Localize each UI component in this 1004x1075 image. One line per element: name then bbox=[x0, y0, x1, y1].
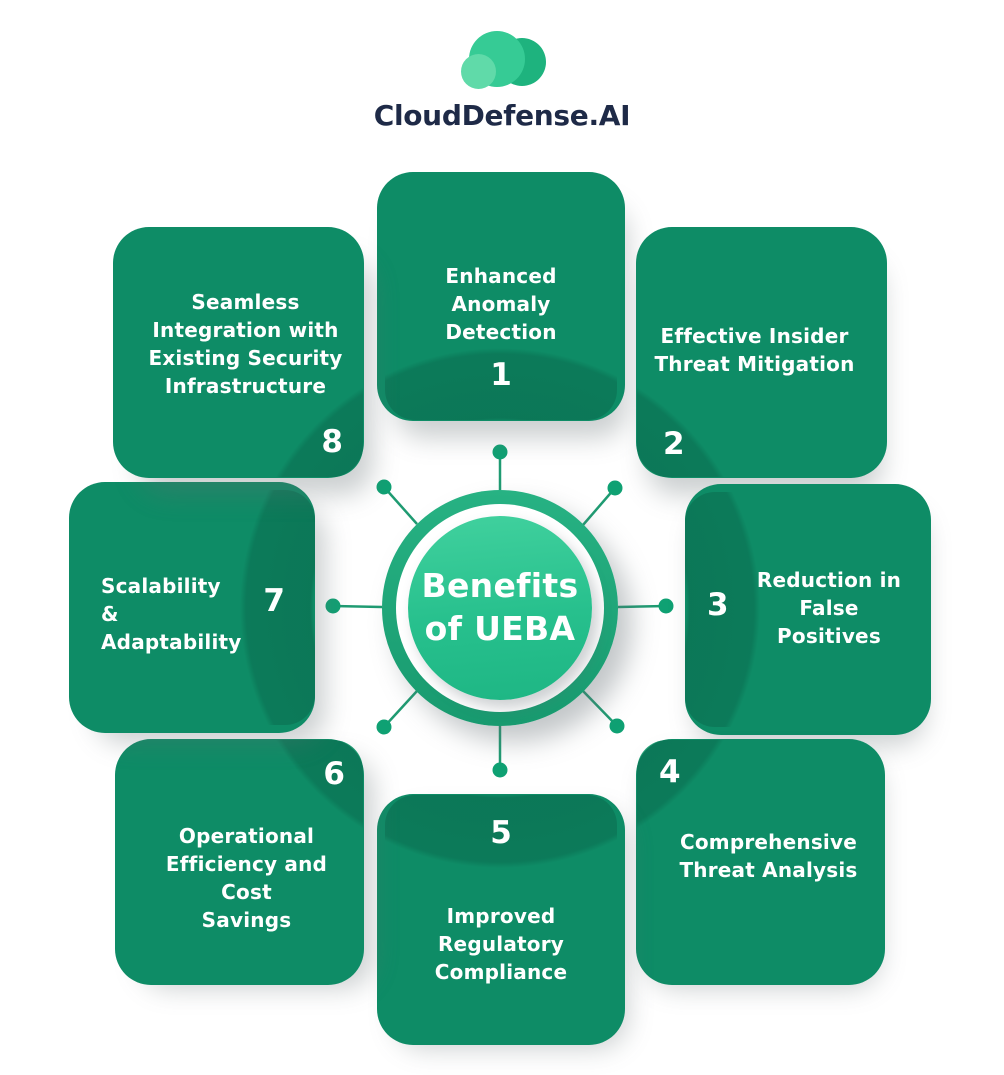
benefit-label: Enhanced Anomaly Detection bbox=[445, 264, 557, 344]
benefit-number: 3 bbox=[707, 587, 729, 623]
spoke-dot-sw bbox=[376, 719, 392, 735]
benefit-label: Seamless Integration with Existing Secur… bbox=[148, 290, 343, 398]
benefit-card-7: Scalability & Adaptability 7 bbox=[85, 490, 315, 725]
benefit-card-3: Reduction in False Positives 3 bbox=[685, 492, 915, 727]
center-hub: Benefits of UEBA bbox=[382, 490, 618, 726]
benefit-card-6: Operational Efficiency and Cost Savings … bbox=[130, 740, 363, 970]
hub-inner-circle: Benefits of UEBA bbox=[408, 516, 592, 700]
spoke-line-nw bbox=[383, 486, 418, 525]
benefit-label: Scalability & Adaptability bbox=[101, 574, 242, 654]
spoke-line-e bbox=[617, 604, 667, 609]
spoke-line-w bbox=[332, 604, 383, 609]
benefit-number: 5 bbox=[490, 815, 512, 851]
spoke-dot-ne bbox=[607, 480, 623, 496]
spoke-dot-e bbox=[658, 598, 674, 614]
benefit-label: Reduction in False Positives bbox=[756, 568, 902, 648]
clouddefense-logo bbox=[454, 28, 546, 92]
ring-band bbox=[685, 492, 915, 727]
ring-band bbox=[128, 242, 363, 477]
benefit-number: 2 bbox=[663, 426, 685, 462]
benefit-number: 6 bbox=[323, 756, 345, 792]
benefit-card-2: Effective Insider Threat Mitigation 2 bbox=[637, 242, 872, 477]
benefit-label: Improved Regulatory Compliance bbox=[434, 904, 568, 984]
benefit-number: 7 bbox=[263, 583, 285, 619]
brand-name: CloudDefense.AI bbox=[373, 99, 631, 132]
spoke-dot-s bbox=[492, 762, 508, 778]
logo-cloud-circle-light bbox=[461, 54, 496, 89]
spoke-dots bbox=[325, 444, 674, 778]
spoke-dot-n bbox=[492, 444, 508, 460]
benefit-label: Effective Insider Threat Mitigation bbox=[654, 324, 855, 376]
spoke-line-sw bbox=[383, 690, 418, 728]
spoke-dot-w bbox=[325, 598, 341, 614]
spoke-dot-se bbox=[609, 718, 625, 734]
ring-band bbox=[85, 490, 315, 725]
ring-band bbox=[637, 242, 872, 477]
benefit-card-8: Seamless Integration with Existing Secur… bbox=[128, 242, 363, 477]
ring-band bbox=[130, 740, 363, 970]
hub-title: Benefits of UEBA bbox=[421, 566, 579, 648]
ring-band bbox=[385, 795, 617, 1030]
ring-band bbox=[385, 187, 617, 420]
spoke-line-ne bbox=[582, 487, 616, 526]
benefit-number: 4 bbox=[659, 754, 681, 790]
benefit-number: 8 bbox=[321, 424, 343, 460]
benefit-card-4: Comprehensive Threat Analysis 4 bbox=[637, 740, 870, 970]
spoke-line-se bbox=[582, 690, 618, 727]
benefit-card-5: Improved Regulatory Compliance 5 bbox=[385, 795, 617, 1030]
benefit-label: Operational Efficiency and Cost Savings bbox=[165, 824, 328, 932]
ring-band bbox=[637, 740, 870, 970]
benefit-number: 1 bbox=[490, 357, 512, 393]
spoke-dot-nw bbox=[376, 479, 392, 495]
benefit-label: Comprehensive Threat Analysis bbox=[679, 830, 858, 882]
benefit-card-1: Enhanced Anomaly Detection 1 bbox=[385, 187, 617, 420]
